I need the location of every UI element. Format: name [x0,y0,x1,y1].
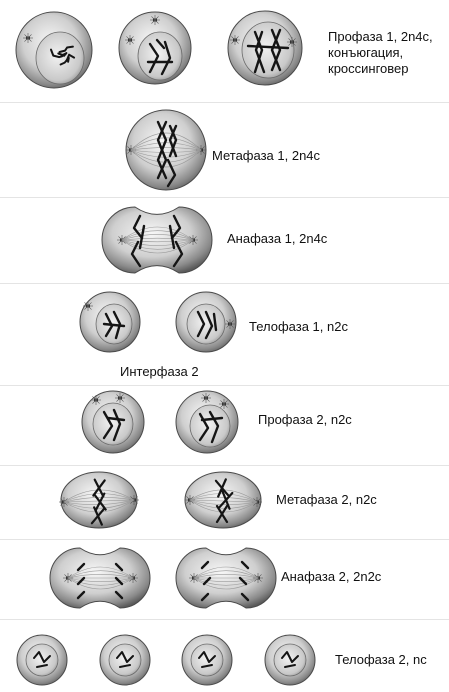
cell-telophase2-4 [265,635,315,685]
label-metaphase1: Метафаза 1, 2n4c [212,148,320,164]
cell-anaphase1 [102,207,212,273]
cell-prophase2-right [176,391,238,453]
cell-metaphase1 [126,110,206,190]
row-separator [0,619,449,620]
cell-anaphase2-right [176,548,276,608]
nucleus [138,32,182,80]
cell-anaphase2-left [50,548,150,608]
label-prophase2: Профаза 2, n2c [258,412,352,428]
label-interphase2: Интерфаза 2 [120,364,199,380]
label-anaphase2: Анафаза 2, 2n2c [281,569,381,585]
label-telophase1: Телофаза 1, n2c [249,319,348,335]
cell-prophase1-early [16,12,92,88]
cell-telophase1-left [80,292,140,352]
cell-telophase2-1 [17,635,67,685]
label-prophase1-line1: Профаза 1, 2n4c, [328,29,433,45]
row-separator [0,283,449,284]
cell-metaphase2-left [59,472,139,528]
label-prophase1-line2: конъюгация, [328,45,433,61]
cell-telophase2-3 [182,635,232,685]
label-metaphase2: Метафаза 2, n2c [276,492,377,508]
row-separator [0,197,449,198]
nucleus [93,403,133,445]
nucleus [36,32,84,84]
label-telophase2: Телофаза 2, nc [335,652,427,668]
cell-telophase1-right [176,292,236,352]
row-separator [0,385,449,386]
nucleus [242,22,294,78]
row-separator [0,465,449,466]
label-prophase1-line3: кроссинговер [328,61,433,77]
label-anaphase1: Анафаза 1, 2n4c [227,231,327,247]
label-prophase1: Профаза 1, 2n4c, конъюгация, кроссингове… [328,29,433,77]
cell-prophase1-late [228,11,302,85]
cell-metaphase2-right [185,472,262,528]
cell-telophase2-2 [100,635,150,685]
row-separator [0,102,449,103]
cell-prophase1-mid [119,12,191,84]
row-separator [0,539,449,540]
cell-prophase2-left [82,391,144,453]
